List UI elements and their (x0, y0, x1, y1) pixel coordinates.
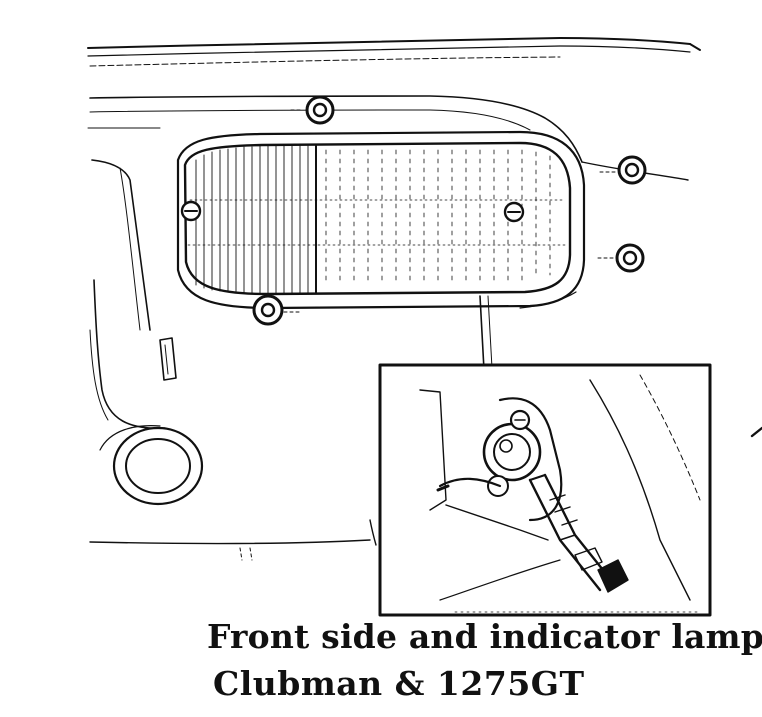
caption-subtitle: Clubman & 1275GT (213, 664, 585, 703)
caption-title: Front side and indicator lamp (207, 617, 762, 656)
wing-lower-outline (89, 159, 577, 430)
repeater-ring (99, 425, 204, 506)
body-panel-outline (87, 95, 689, 181)
body-nut-lower (597, 243, 645, 273)
lamp-lens (183, 141, 572, 296)
front-panel-lower (89, 519, 377, 561)
edge-marker (750, 426, 762, 438)
lamp-recess (176, 130, 586, 310)
bezel-nut-bottom (252, 294, 301, 326)
body-nut-upper (599, 155, 647, 185)
wing-top-edge (87, 37, 701, 67)
bezel-nut-top (289, 95, 335, 125)
inset-bulb-holder (419, 374, 701, 613)
lens-screw-right (503, 201, 525, 223)
inset-frame (378, 363, 712, 617)
lens-screw-left (180, 200, 202, 222)
